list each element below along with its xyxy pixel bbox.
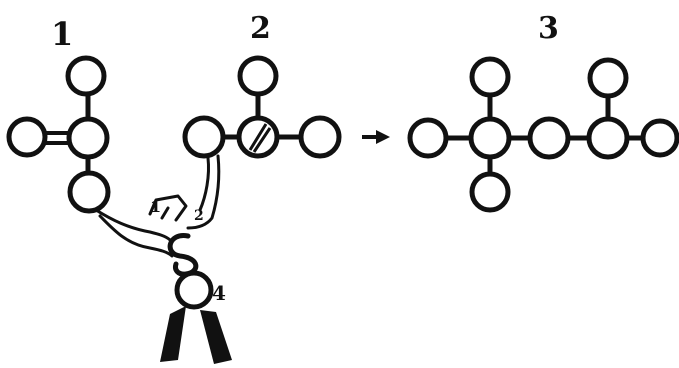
atom-3-top-right [587, 57, 629, 99]
reaction-arrow [362, 130, 390, 144]
hand-mark-4: 4 [212, 281, 226, 305]
label-molecule-2: 2 [250, 11, 271, 46]
joining-hands [94, 154, 221, 310]
label-molecule-3: 3 [538, 11, 559, 46]
atom-3-center-right [586, 116, 630, 160]
hand-mark-1: 1 [150, 197, 161, 216]
atom-1-top [65, 55, 107, 97]
atom-3-middle [527, 116, 571, 160]
atom-2-top [237, 55, 279, 97]
label-molecule-1: 1 [51, 15, 73, 53]
hand-mark-2: 2 [194, 208, 204, 224]
atom-1-bottom [67, 170, 111, 214]
atom-3-center-left [468, 116, 512, 160]
held-atom [174, 270, 214, 310]
atom-3-left [407, 117, 449, 159]
tongs-icon [160, 306, 232, 364]
atom-1-left [6, 116, 48, 158]
atom-3-right [640, 118, 679, 158]
atom-1-center [66, 116, 110, 160]
hook-bond [167, 233, 199, 277]
atom-2-right [298, 115, 342, 159]
molecule-1 [6, 55, 111, 214]
atom-3-bottom [469, 171, 511, 213]
atom-2-center-shading [248, 123, 272, 153]
left-arm [94, 208, 174, 258]
right-arm [186, 154, 221, 230]
molecule-3 [407, 56, 679, 213]
left-hand [148, 194, 188, 222]
atom-3-top-left [469, 56, 511, 98]
atom-2-left [182, 115, 226, 159]
